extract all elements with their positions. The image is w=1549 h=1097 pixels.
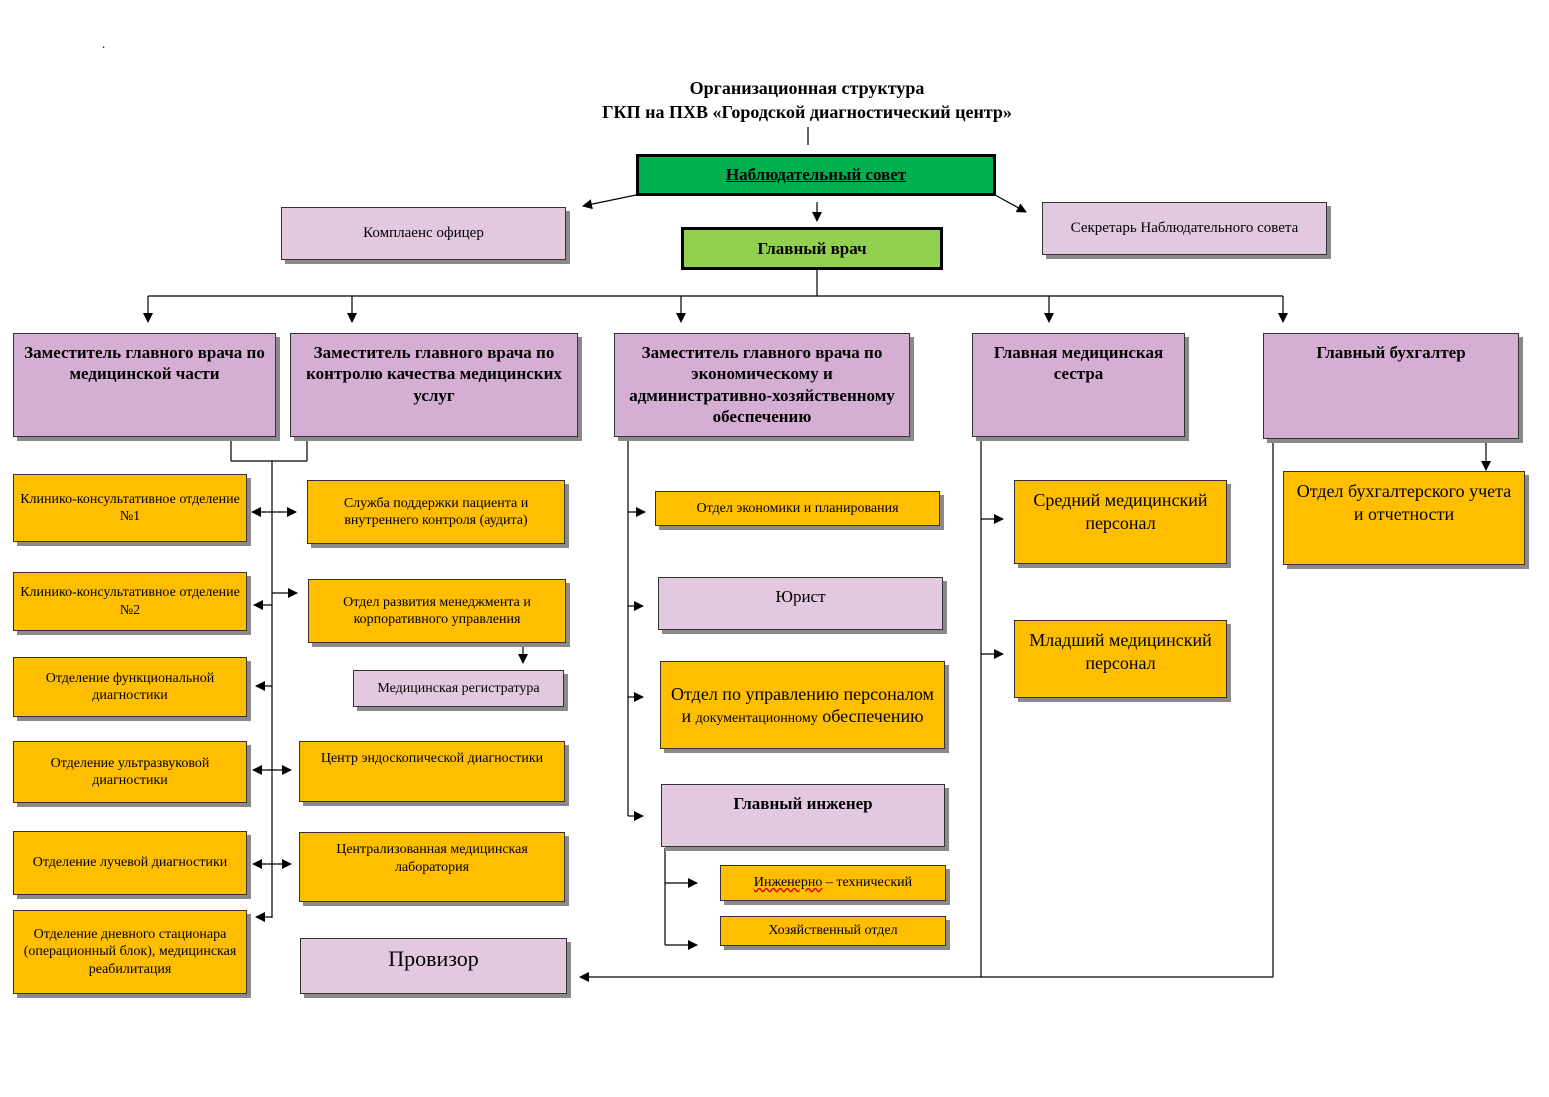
hr-text-part1: Отдел по управлению персоналом и <box>671 683 934 727</box>
chief-accountant-label: Главный бухгалтер <box>1316 343 1466 362</box>
compliance-officer-box[interactable]: Комплаенс офицер <box>281 207 566 260</box>
junior-medical-staff-label: Младший медицинский персонал <box>1029 630 1212 673</box>
deputy-quality-label: Заместитель главного врача по контролю к… <box>306 343 562 405</box>
medical-unit-box[interactable]: Клинико-консультативное отделение №2 <box>13 572 247 631</box>
chart-title-line2: ГКП на ПХВ «Городской диагностический це… <box>602 102 1012 122</box>
supervisory-board-box[interactable]: Наблюдательный совет <box>636 154 996 196</box>
medical-unit-box[interactable]: Отделение лучевой диагностики <box>13 831 247 895</box>
supervisory-board-label: Наблюдательный совет <box>725 165 907 185</box>
central-laboratory-box[interactable]: Централизованная медицинская лаборатория <box>299 832 565 902</box>
medical-registry-label: Медицинская регистратура <box>377 680 540 696</box>
deputy-economic-box[interactable]: Заместитель главного врача по экономичес… <box>614 333 910 437</box>
endoscopy-center-label: Центр эндоскопической диагностики <box>320 751 544 766</box>
household-department-label: Хозяйственный отдел <box>768 923 898 939</box>
patient-support-service-box[interactable]: Служба поддержки пациента и внутреннего … <box>307 480 565 544</box>
management-development-box[interactable]: Отдел развития менеджмента и корпоративн… <box>308 579 566 643</box>
economics-planning-box[interactable]: Отдел экономики и планирования <box>655 491 940 526</box>
central-laboratory-label: Централизованная медицинская лаборатория <box>336 842 528 875</box>
deputy-medical-label: Заместитель главного врача по медицинско… <box>24 343 265 384</box>
medical-unit-label: Клинико-консультативное отделение №2 <box>20 585 240 618</box>
medical-registry-box[interactable]: Медицинская регистратура <box>353 670 564 707</box>
pharmacist-label: Провизор <box>388 946 479 971</box>
arrow-board-secretary <box>994 194 1027 213</box>
medical-unit-box[interactable]: Отделение функциональной диагностики <box>13 657 247 717</box>
engineering-technical-box[interactable]: Инженерно – технический <box>720 865 946 901</box>
hr-department-label: Отдел по управлению персоналом и докумен… <box>667 683 938 728</box>
medical-unit-label: Отделение функциональной диагностики <box>45 670 215 704</box>
board-secretary-label: Секретарь Наблюдательного совета <box>1070 220 1299 237</box>
junior-medical-staff-box[interactable]: Младший медицинский персонал <box>1014 620 1227 698</box>
lawyer-box[interactable]: Юрист <box>658 577 943 630</box>
medical-unit-label: Отделение лучевой диагностики <box>32 855 228 871</box>
lawyer-label: Юрист <box>775 587 826 606</box>
chief-doctor-box[interactable]: Главный врач <box>681 227 943 270</box>
medical-unit-label: Отделение ультразвуковой диагностики <box>50 755 210 789</box>
middle-medical-staff-box[interactable]: Средний медицинский персонал <box>1014 480 1227 564</box>
engineering-text-part2: – технический <box>822 875 913 891</box>
hr-department-box[interactable]: Отдел по управлению персоналом и докумен… <box>660 661 945 749</box>
head-nurse-label: Главная медицинская сестра <box>993 343 1164 384</box>
chief-engineer-box[interactable]: Главный инженер <box>661 784 945 847</box>
patient-support-service-label: Служба поддержки пациента и внутреннего … <box>343 495 529 529</box>
engineering-technical-label: Инженерно – технический <box>754 874 912 892</box>
medical-unit-label: Отделение дневного стационара (операцион… <box>23 926 237 977</box>
arrow-board-compliance <box>582 194 637 210</box>
accounting-department-label: Отдел бухгалтерского учета и отчетности <box>1296 481 1512 524</box>
compliance-officer-label: Комплаенс офицер <box>363 225 484 242</box>
deputy-quality-box[interactable]: Заместитель главного врача по контролю к… <box>290 333 578 437</box>
chief-doctor-label: Главный врач <box>757 238 867 258</box>
medical-unit-box[interactable]: Отделение дневного стационара (операцион… <box>13 910 247 994</box>
board-secretary-box[interactable]: Секретарь Наблюдательного совета <box>1042 202 1327 255</box>
middle-medical-staff-label: Средний медицинский персонал <box>1033 490 1208 533</box>
chief-engineer-label: Главный инженер <box>733 794 873 813</box>
management-development-label: Отдел развития менеджмента и корпоративн… <box>343 594 531 628</box>
accounting-department-box[interactable]: Отдел бухгалтерского учета и отчетности <box>1283 471 1525 565</box>
medical-unit-box[interactable]: Клинико-консультативное отделение №1 <box>13 474 247 542</box>
pharmacist-box[interactable]: Провизор <box>300 938 567 994</box>
hr-text-part3: обеспечению <box>822 706 924 726</box>
engineering-text-part1: Инженерно <box>753 875 823 891</box>
deputy-medical-box[interactable]: Заместитель главного врача по медицинско… <box>13 333 276 437</box>
deputy-economic-label: Заместитель главного врача по экономичес… <box>629 343 895 426</box>
economics-planning-label: Отдел экономики и планирования <box>696 500 899 516</box>
chart-title-line1: Организационная структура <box>689 78 925 98</box>
chief-accountant-box[interactable]: Главный бухгалтер <box>1263 333 1519 439</box>
medical-unit-label: Клинико-консультативное отделение №1 <box>20 491 240 525</box>
corner-dot: . <box>102 36 106 51</box>
head-nurse-box[interactable]: Главная медицинская сестра <box>972 333 1185 437</box>
medical-unit-box[interactable]: Отделение ультразвуковой диагностики <box>13 741 247 803</box>
endoscopy-center-box[interactable]: Центр эндоскопической диагностики <box>299 741 565 802</box>
hr-text-part2: документационному <box>695 711 818 726</box>
household-department-box[interactable]: Хозяйственный отдел <box>720 916 946 946</box>
